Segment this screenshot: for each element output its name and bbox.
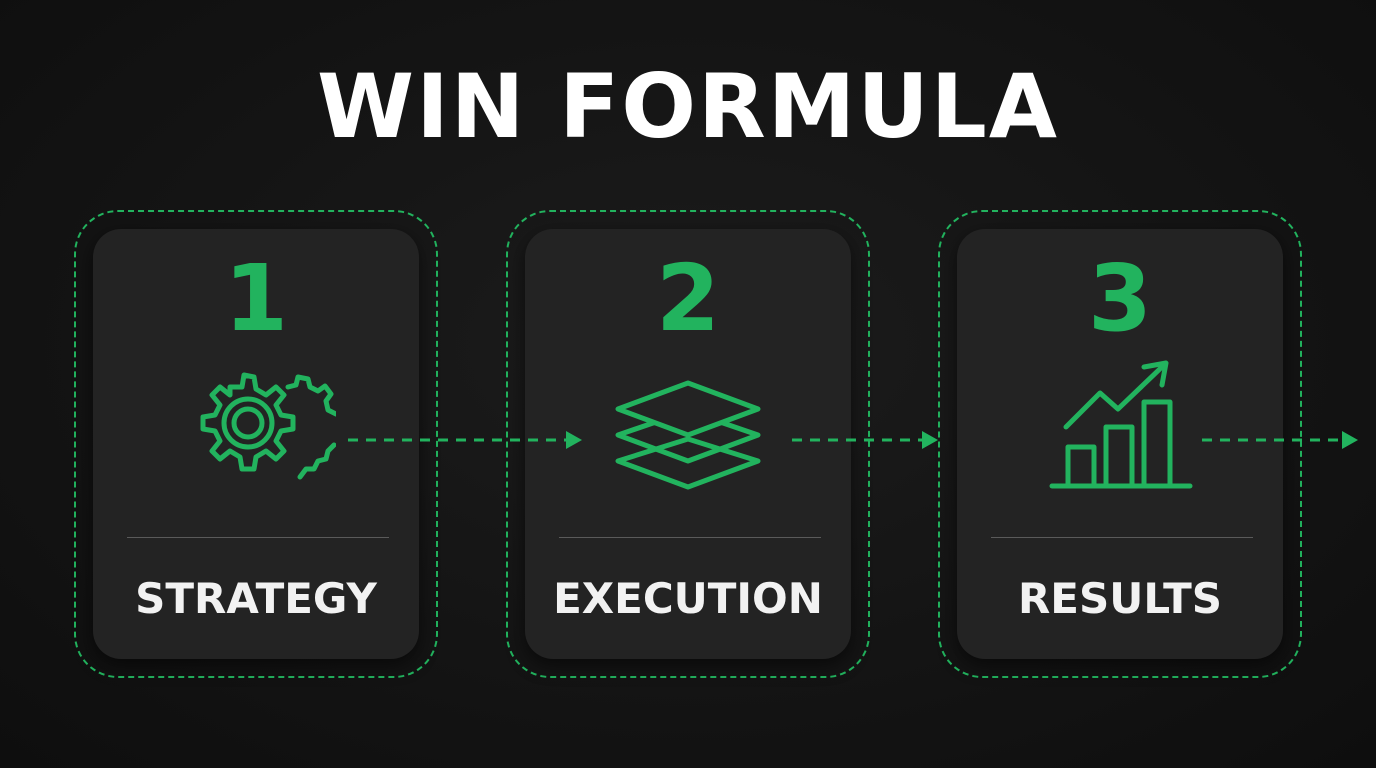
step-strategy: 1 STRATEGY — [74, 210, 438, 678]
step-card: 3 RESULTS — [957, 229, 1283, 659]
arrow-right-icon — [1202, 431, 1358, 449]
divider — [991, 537, 1253, 538]
step-card: 2 EXECUTION — [525, 229, 851, 659]
bar-chart-growth-icon — [1049, 360, 1193, 489]
step-label: RESULTS — [1017, 574, 1223, 623]
step-label: EXECUTION — [553, 574, 823, 623]
step-number: 1 — [223, 245, 288, 352]
step-number: 2 — [655, 245, 720, 352]
arrow-right-icon — [792, 431, 938, 449]
layers-icon — [615, 380, 761, 490]
step-label: STRATEGY — [135, 574, 377, 623]
divider — [127, 537, 389, 538]
step-execution: 2 EXECUTION — [506, 210, 870, 678]
step-number: 3 — [1087, 245, 1152, 352]
step-results: 3 RESULTS — [938, 210, 1302, 678]
gears-icon — [200, 372, 336, 480]
divider — [559, 537, 821, 538]
arrow-right-icon — [348, 431, 582, 449]
step-card: 1 STRATEGY — [93, 229, 419, 659]
page-title: WIN FORMULA — [317, 55, 1059, 158]
